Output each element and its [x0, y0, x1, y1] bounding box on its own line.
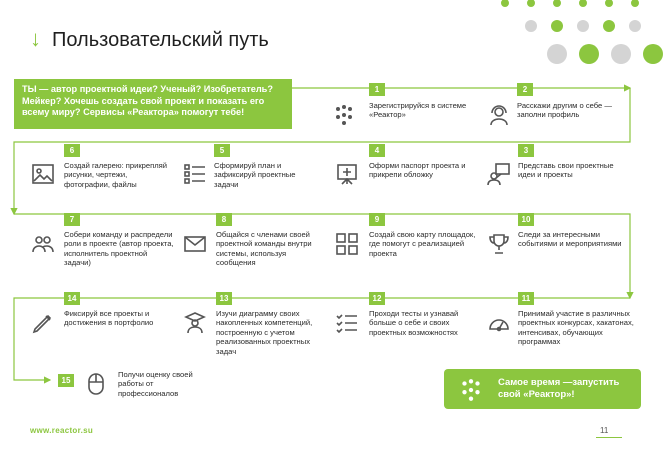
step-number-badge: 4 [369, 144, 385, 157]
step-text: Создай галерею: прикрепляй рисунки, черт… [64, 161, 168, 189]
step-number-badge: 6 [64, 144, 80, 157]
step-text: Собери команду и распредели роли в проек… [64, 230, 174, 268]
step-text: Изучи диаграмму своих накопленных компет… [216, 309, 313, 356]
step-text: Общайся с членами своей проектной команд… [216, 230, 312, 268]
step-number-badge: 10 [518, 213, 534, 226]
step-text: Расскажи другим о себе — заполни профиль [517, 101, 612, 120]
step-text: Проходи тесты и узнавай больше о себе и … [369, 309, 459, 337]
step-number-badge: 2 [517, 83, 533, 96]
dots-logo-icon [462, 379, 480, 401]
map-icon [336, 233, 358, 255]
footer-divider [596, 437, 622, 438]
checklist-icon [184, 164, 205, 184]
step-number-badge: 7 [64, 213, 80, 226]
step-text: Сформируй план и зафиксируй проектные за… [214, 161, 296, 189]
step-number-badge: 1 [369, 83, 385, 96]
page-number: 11 [600, 426, 609, 435]
step-text: Получи оценку своей работы от профессион… [118, 370, 193, 398]
step-text: Зарегистрируйся в системе «Реактор» [369, 101, 467, 120]
step-number-badge: 11 [518, 292, 534, 305]
page-title: Пользовательский путь [52, 29, 269, 51]
launch-cta-box: Самое время —запустить свой «Реактор»! [444, 369, 641, 409]
team-icon [32, 236, 54, 253]
step-number-badge: 13 [216, 292, 232, 305]
step-number-badge: 15 [58, 374, 74, 387]
step-number-badge: 9 [369, 213, 385, 226]
gauge-icon [489, 319, 509, 332]
step-number-badge: 12 [369, 292, 385, 305]
test-list-icon [336, 314, 357, 334]
intro-box: ТЫ — автор проектной идеи? Ученый? Изобр… [14, 79, 292, 129]
cta-text: Самое время —запустить свой «Реактор»! [498, 377, 620, 400]
step-text: Фиксируй все проекты и достижения в порт… [64, 309, 154, 328]
dots-logo-icon [336, 105, 352, 125]
step-number-badge: 8 [216, 213, 232, 226]
trophy-icon [489, 234, 509, 254]
step-number-badge: 5 [214, 144, 230, 157]
support-person-icon [490, 105, 508, 126]
pencil-icon [32, 314, 52, 334]
mouse-icon [88, 373, 104, 395]
step-text: Представь свои проектные идеи и проекты [518, 161, 614, 180]
presentation-icon [487, 163, 510, 186]
step-text: Принимай участие в различных проектных к… [518, 309, 634, 347]
gallery-icon [32, 164, 54, 184]
mail-icon [184, 236, 206, 252]
footer-url-link[interactable]: www.reactor.su [30, 426, 94, 435]
step-text: Следи за интересными событиями и меропри… [518, 230, 622, 249]
title-arrow-icon: ↓ [30, 26, 41, 51]
step-text: Оформи паспорт проекта и прикрепи обложк… [369, 161, 466, 180]
decorative-dots [501, 0, 663, 64]
easel-icon [337, 164, 357, 185]
step-text: Создай свою карту площадок, где помогут … [369, 230, 476, 258]
step-number-badge: 14 [64, 292, 80, 305]
student-icon [184, 312, 206, 334]
step-number-badge: 3 [518, 144, 534, 157]
